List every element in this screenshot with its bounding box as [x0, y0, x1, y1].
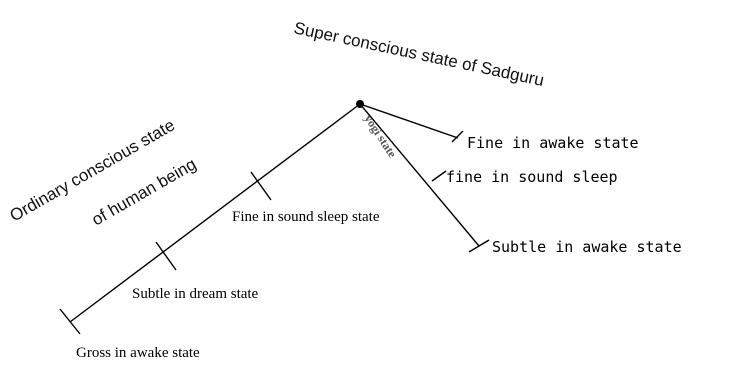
tick-subtle — [155, 241, 177, 271]
tick-subtle-awake — [468, 239, 490, 253]
branch-subtle-awake — [359, 103, 480, 247]
branch-fine-awake — [359, 103, 459, 139]
tick-fine-awake — [451, 130, 464, 143]
pointer-fine-sound-sleep — [431, 170, 447, 182]
yogi-state-label: yogi state — [361, 112, 399, 161]
label-subtle-awake: Subtle in awake state — [492, 238, 682, 256]
label-gross-awake: Gross in awake state — [76, 345, 200, 361]
tick-gross — [59, 308, 81, 335]
tick-fine — [250, 171, 272, 201]
label-fine-sound-sleep: fine in sound sleep — [446, 168, 618, 186]
ascending-line — [69, 103, 361, 323]
ordinary-label-line1: Ordinary conscious state — [7, 115, 179, 225]
super-conscious-label: Super conscious state of Sadguru — [292, 18, 546, 90]
label-fine-sound-sleep-state: Fine in sound sleep state — [232, 209, 380, 225]
label-subtle-dream: Subtle in dream state — [132, 286, 259, 302]
label-fine-awake: Fine in awake state — [467, 134, 639, 152]
